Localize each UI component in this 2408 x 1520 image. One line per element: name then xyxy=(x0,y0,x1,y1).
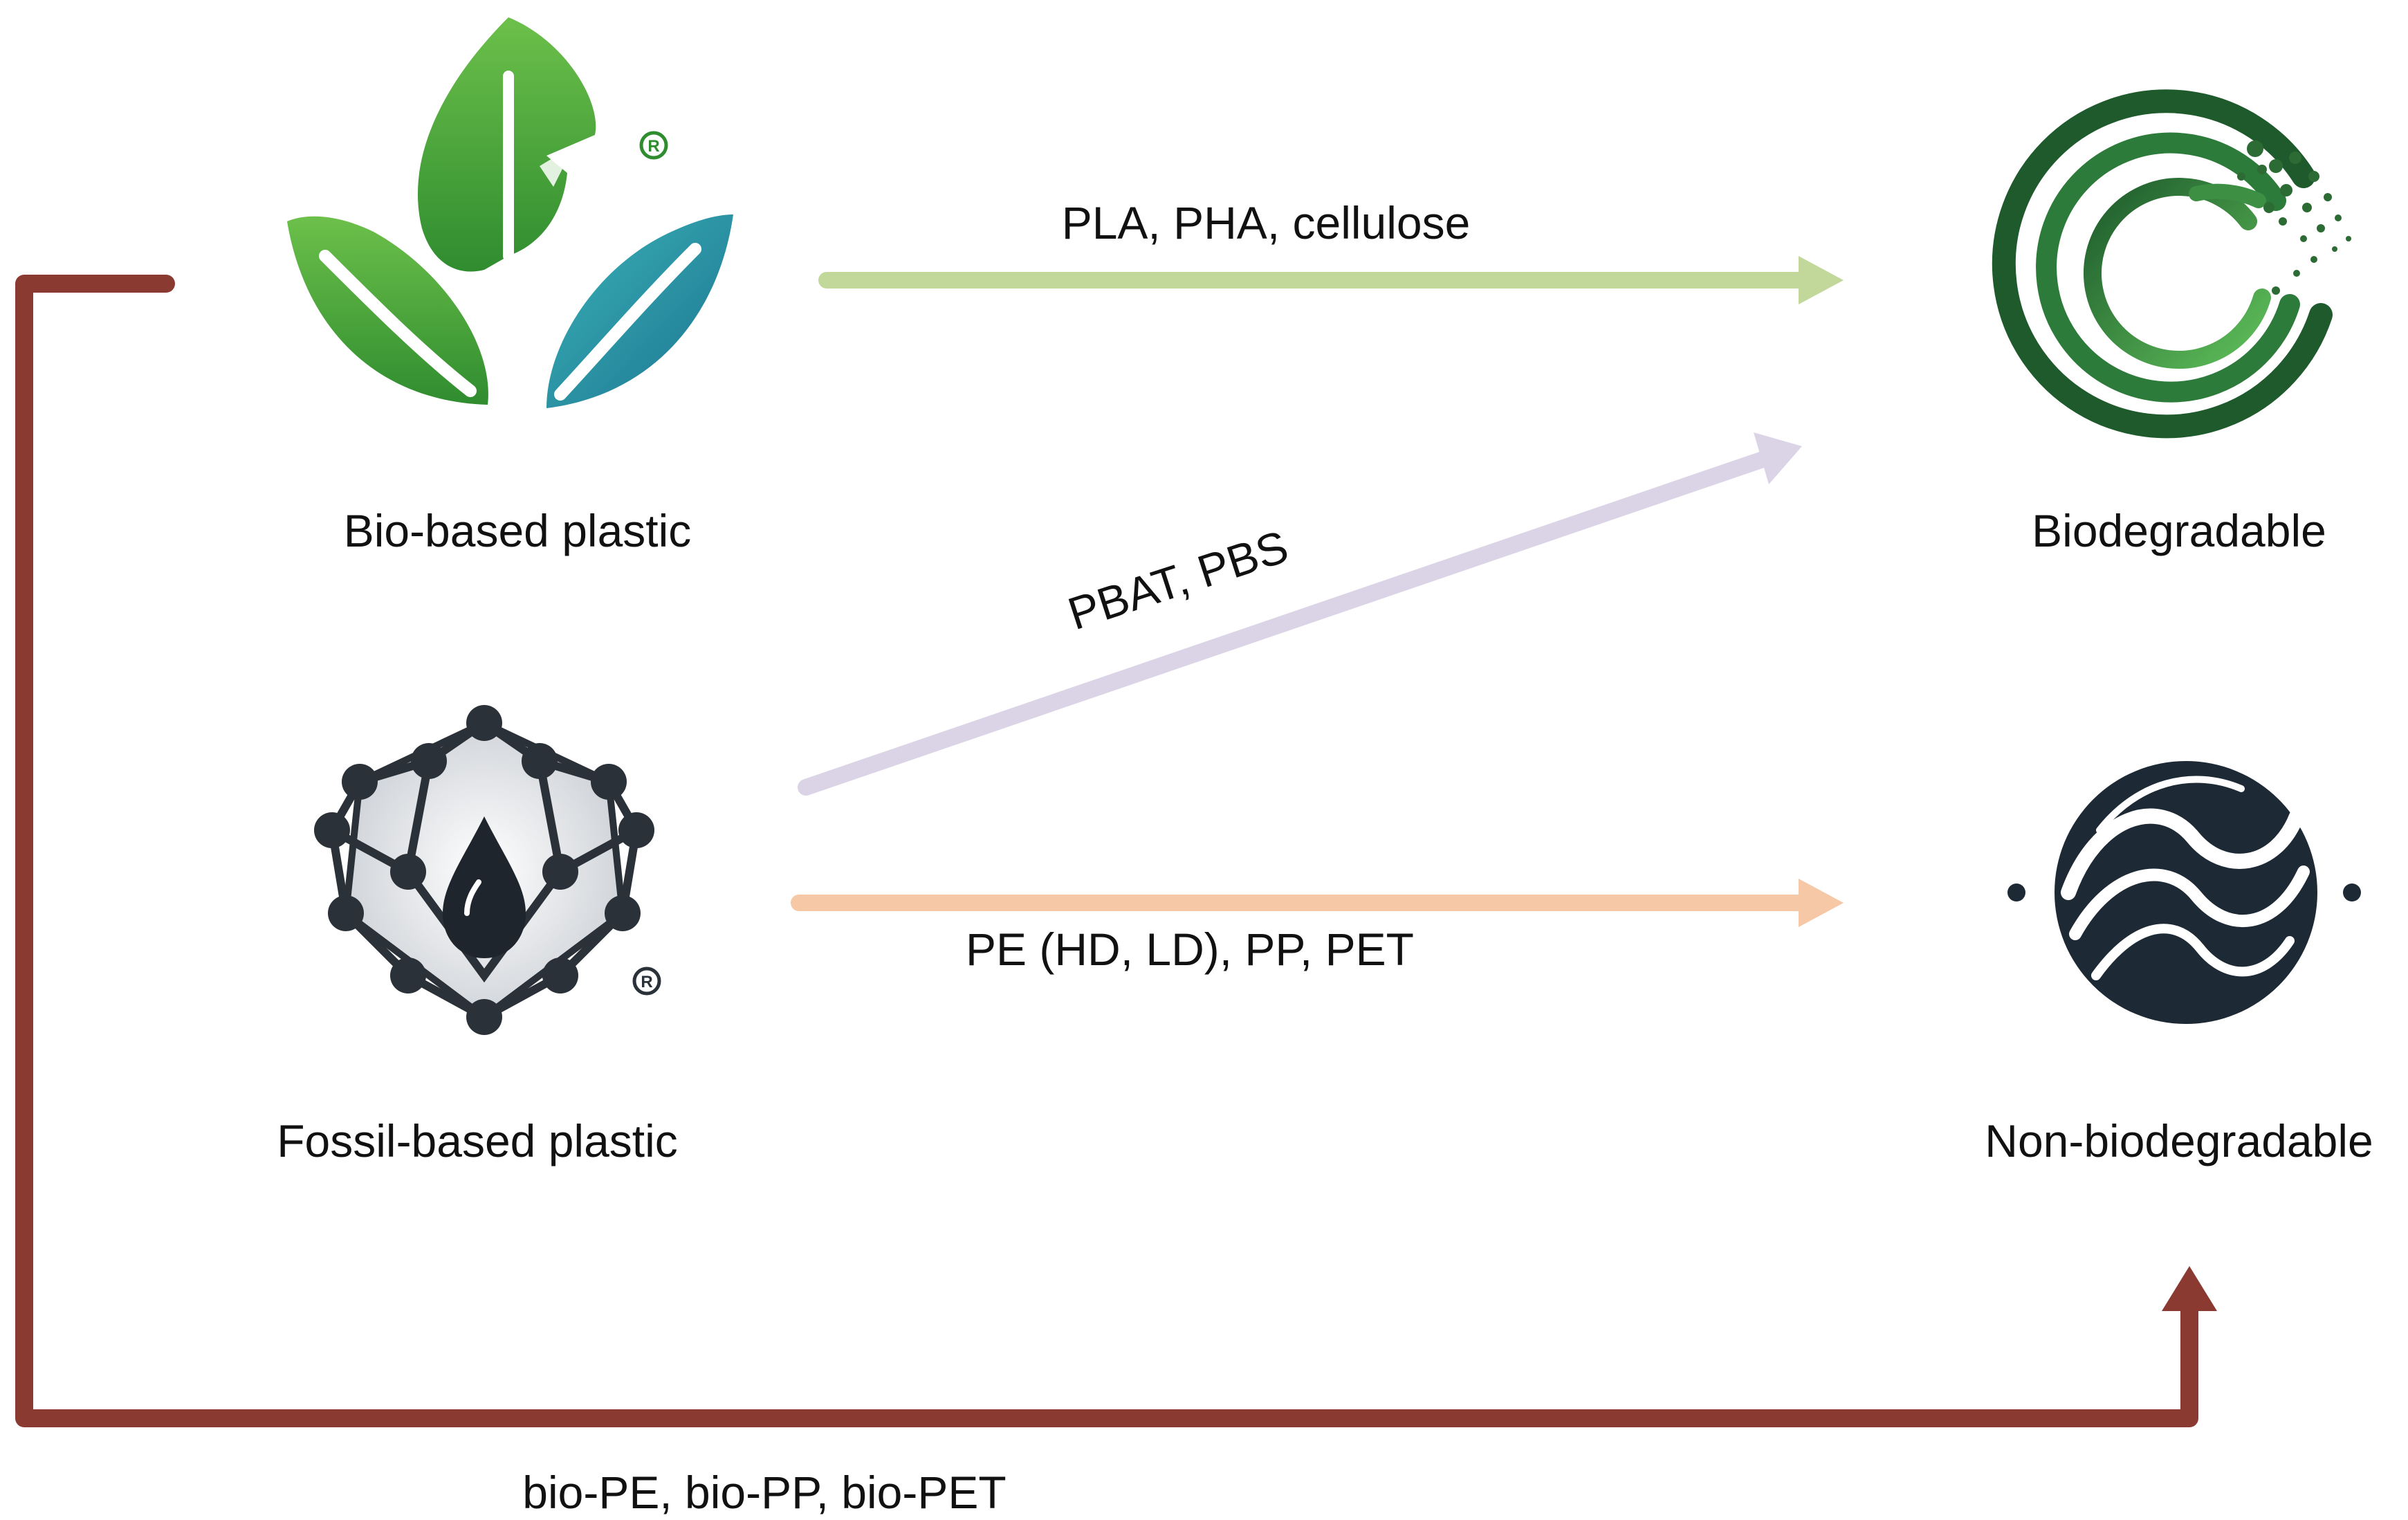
arrow-bio-to-nonbiodegradable xyxy=(15,275,2217,1427)
edge-label-fossil-to-biodegradable: PBAT, PBS xyxy=(1062,520,1294,639)
svg-text:R: R xyxy=(641,973,652,991)
arrow-bio-to-biodegradable xyxy=(818,256,1844,304)
wave-circle-icon xyxy=(2007,761,2361,1024)
svg-text:R: R xyxy=(647,137,659,156)
node-label-bio-based: Bio-based plastic xyxy=(344,505,692,556)
leaf-sprout-icon: R xyxy=(287,17,733,408)
circular-swirl-icon xyxy=(1992,89,2351,439)
edge-label-bio-to-nonbiodegradable: bio-PE, bio-PP, bio-PET xyxy=(522,1467,1006,1518)
node-label-non-biodegradable: Non-biodegradable xyxy=(1985,1115,2373,1166)
node-label-biodegradable: Biodegradable xyxy=(2032,505,2326,556)
oil-drop-molecule-icon: R xyxy=(314,705,661,1035)
arrow-fossil-to-nonbiodegradable xyxy=(791,879,1844,927)
arrow-fossil-to-biodegradable xyxy=(798,432,1802,796)
edge-label-bio-to-biodegradable: PLA, PHA, cellulose xyxy=(1062,197,1471,248)
edge-label-fossil-to-nonbiodegradable: PE (HD, LD), PP, PET xyxy=(966,924,1414,975)
node-label-fossil-based: Fossil-based plastic xyxy=(277,1115,678,1166)
